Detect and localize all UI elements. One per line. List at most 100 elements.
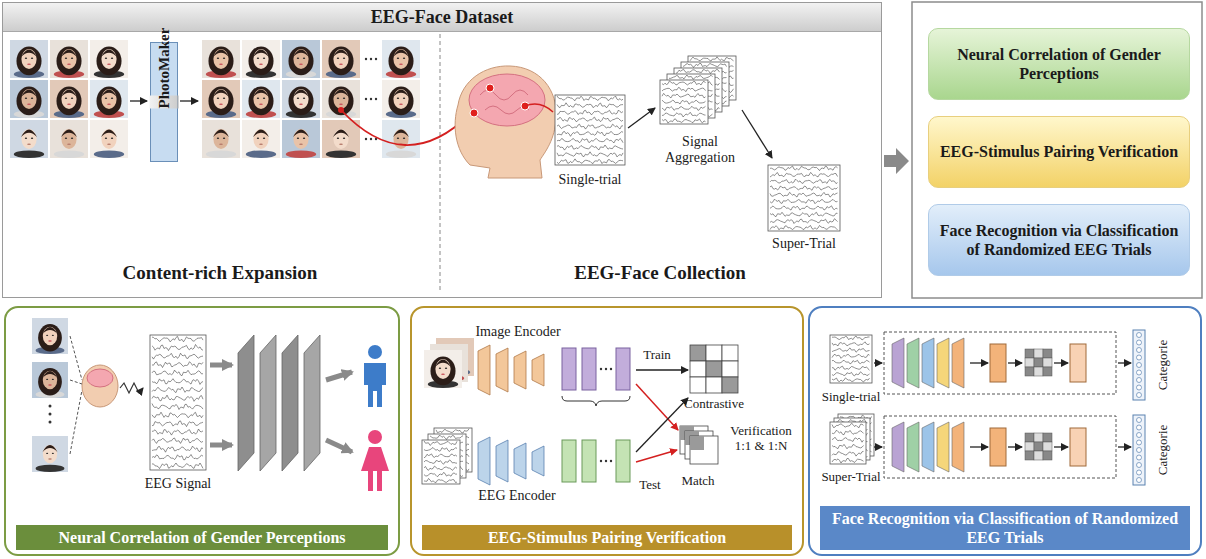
face-photo [202,40,240,78]
face-hair [42,371,57,378]
network-layer [922,338,934,388]
signal-label: EEG Signal [145,476,212,492]
brain [469,74,545,126]
face-lips [48,458,52,459]
face-eye [337,98,339,99]
face-hair [42,445,57,452]
face-hair [42,327,57,334]
face-eye [343,58,345,59]
face-photo [10,120,48,158]
face-eye [297,98,299,99]
face-eye [217,98,219,99]
face-shoulders [286,150,316,158]
face-hair [21,50,37,58]
eeg-trace [557,96,623,101]
face-photo [282,120,320,158]
eeg-trace [152,429,203,435]
electrode-dot [486,84,494,92]
face-photo [50,120,88,158]
face-hair [393,50,409,58]
eeg-trace [662,94,706,98]
face-eye [31,58,33,59]
face-photo [50,80,88,118]
signal-label: Single-trial [559,172,622,188]
face-photo [322,80,360,118]
face-eye [217,58,219,59]
face-eye [65,138,67,139]
eeg-trace [683,63,727,67]
feature-bar [562,440,576,482]
eeg-trace [662,81,706,85]
pool-cell [1043,349,1052,358]
category-unit [1137,418,1142,423]
face-skin [253,49,268,69]
face-skin [333,49,348,69]
face-lips [48,384,52,385]
face-skin [333,89,348,109]
arrow-line [1054,446,1068,447]
face-hair [101,90,117,98]
network-layer [990,344,1006,382]
face-lips [107,144,111,146]
face-photo [242,120,280,158]
arrow-line [180,100,198,101]
eeg-trace [424,473,457,477]
ellipsis-dot [365,58,367,60]
bracket [562,396,630,406]
signal-label: Signal Aggregation [655,134,745,166]
face-photo [90,80,128,118]
face-eye [263,58,265,59]
face-eye [397,58,399,59]
face-skin [61,89,76,109]
signal-label: Super-Trial [821,470,880,485]
face-eye [257,58,259,59]
task-title: Face Recognition via Classification of R… [935,221,1183,259]
arrow-line [210,363,232,368]
category-unit [1137,478,1142,483]
eeg-trace [770,219,838,224]
encoder-layer [532,446,544,476]
face-hair [101,50,117,58]
eeg-trace [152,353,203,359]
face-skin [253,89,268,109]
face-eye [217,138,219,139]
face-lips [219,144,223,146]
eeg-trace [152,336,203,342]
face-lips [27,144,31,146]
dataset-panel: EEG-Face DatasetPhotoMaker [2,2,882,298]
face-eye [343,138,345,139]
face-photo [322,40,360,78]
task-panel: Neural Correlation of Gender Perceptions [4,306,400,556]
cnn-layer [238,335,254,471]
face-lips [107,64,111,66]
face-hair [96,46,121,75]
face-skin [21,49,36,69]
face-lips [441,374,445,376]
arrow-line [636,450,677,462]
ellipsis-dot [370,58,372,60]
stimulus-curve [341,110,470,145]
face-eye [297,58,299,59]
ellipsis-dot [365,138,367,140]
similarity-cell [706,377,722,393]
face-eye [46,379,48,380]
similarity-cell [722,377,738,393]
category-unit [1137,333,1142,338]
model-name: PhotoMaker [150,96,179,109]
arrow-line [970,362,988,363]
network-layer [1070,428,1086,466]
eeg-trace [770,226,838,230]
face-skin [61,49,76,69]
face-eye [52,453,54,454]
face-lips [339,144,343,146]
eeg-panel [830,422,866,464]
eeg-trace [832,354,870,358]
eeg-panel [555,95,625,165]
face-photo [32,318,68,354]
pool-cell [1043,433,1052,442]
face-eye [263,98,265,99]
face-shoulders [246,150,276,158]
arrow-line [874,446,882,447]
network-layer [990,428,1006,466]
arrow-line [1118,446,1131,447]
